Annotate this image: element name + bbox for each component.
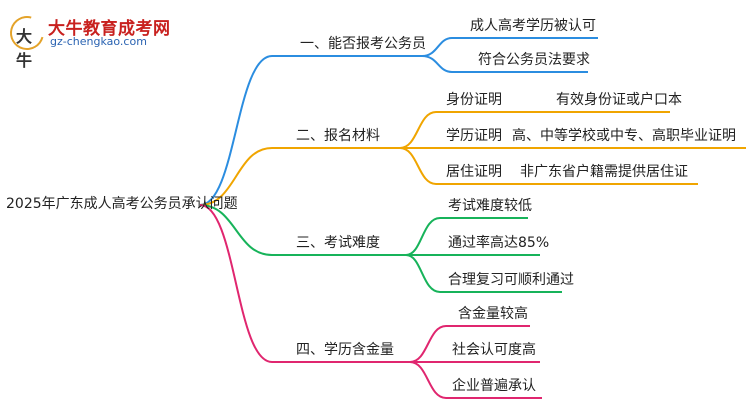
branch-2-item-3-label: 居住证明	[446, 164, 502, 180]
branch-2-label: 二、报名材料	[296, 128, 380, 144]
connector-root-b4	[199, 204, 273, 363]
connector-b4-c3	[409, 361, 447, 399]
logo-site-url: gz-chengkao.com	[50, 35, 147, 48]
branch-3-label: 三、考试难度	[296, 235, 380, 251]
branch-1-item-2: 符合公务员法要求	[478, 52, 590, 68]
branch-2-item-1-label: 身份证明	[446, 92, 502, 108]
connector-b3-c1	[405, 217, 441, 256]
branch-3-item-2: 通过率高达85%	[448, 235, 550, 251]
logo-site-name: 大牛教育成考网	[48, 19, 171, 39]
branch-1-label: 一、能否报考公务员	[300, 36, 426, 52]
branch-2-item-2-value: 高、中等学校或中专、高职毕业证明	[512, 128, 736, 144]
connector-b2-c1	[399, 111, 437, 149]
branch-2-item-3-value: 非广东省户籍需提供居住证	[520, 164, 688, 180]
branch-1-item-1: 成人高考学历被认可	[470, 18, 596, 34]
branch-4-label: 四、学历含金量	[296, 342, 394, 358]
connector-root-b3	[199, 204, 273, 256]
connector-root-b1	[199, 55, 273, 206]
branch-2-item-2-label: 学历证明	[446, 128, 502, 144]
bull-logo-icon: 大牛	[3, 9, 51, 70]
branch-3-item-1: 考试难度较低	[448, 198, 532, 214]
branch-4-item-1: 含金量较高	[458, 306, 528, 322]
branch-2-item-1-value: 有效身份证或户口本	[556, 92, 682, 108]
connector-root-b2	[199, 147, 273, 206]
connector-b3-c3	[405, 254, 441, 293]
site-logo: 大牛 大牛教育成考网 gz-chengkao.com	[3, 9, 178, 70]
branch-3-item-3: 合理复习可顺利通过	[448, 272, 574, 288]
connector-b1-c1	[421, 37, 453, 57]
connector-b1-c2	[421, 55, 453, 73]
branch-4-item-2: 社会认可度高	[452, 342, 536, 358]
connector-b4-c1	[409, 325, 447, 363]
connector-b2-c3	[399, 147, 437, 185]
root-topic: 2025年广东成人高考公务员承认问题	[6, 196, 238, 212]
branch-4-item-3: 企业普遍承认	[452, 378, 536, 394]
